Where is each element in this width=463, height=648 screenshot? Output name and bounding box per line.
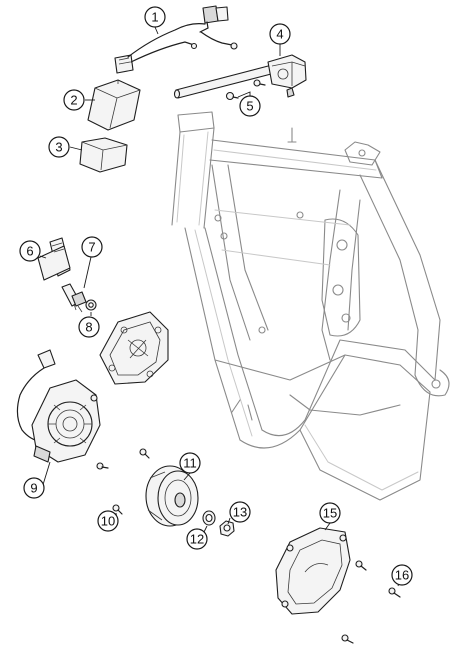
coil-mounting-screws — [225, 79, 266, 101]
callout-12-label: 12 — [190, 532, 204, 547]
callout-2: 2 — [63, 89, 85, 111]
rubber-sleeve — [79, 137, 128, 173]
callout-6: 6 — [19, 240, 41, 262]
callout-7: 7 — [81, 236, 103, 258]
callout-11-label: 11 — [183, 456, 197, 471]
callout-8: 8 — [78, 316, 100, 338]
spark-plug — [61, 283, 87, 313]
motorcycle-frame — [171, 111, 450, 501]
ignition-coil — [173, 54, 307, 99]
callout-4-label: 4 — [276, 27, 283, 42]
callout-3-label: 3 — [55, 140, 62, 155]
callout-8-label: 8 — [85, 320, 92, 335]
cylinder-head-cover — [99, 311, 169, 385]
callout-1-label: 1 — [151, 10, 158, 25]
stator-screw — [112, 504, 123, 515]
flywheel-rotor — [145, 465, 199, 527]
callout-13: 13 — [229, 501, 251, 523]
callout-6-label: 6 — [26, 244, 33, 259]
callout-9-label: 9 — [30, 481, 37, 496]
callout-15: 15 — [319, 502, 341, 524]
spark-plug-connector — [37, 237, 71, 281]
rotor-nut — [219, 520, 235, 537]
rotor-washer — [202, 510, 216, 526]
wiring-harness — [114, 5, 238, 74]
callout-13-label: 13 — [233, 505, 247, 520]
callout-16: 16 — [391, 564, 413, 586]
callout-15-label: 15 — [323, 506, 337, 521]
callout-11: 11 — [179, 452, 201, 474]
callout-3: 3 — [48, 136, 70, 158]
cover-screws — [341, 560, 401, 644]
callout-1: 1 — [144, 6, 166, 28]
ignition-cover — [275, 527, 351, 615]
callout-5: 5 — [239, 95, 261, 117]
stator-assembly — [16, 349, 109, 470]
spark-plug-washer — [85, 299, 97, 311]
callout-16-label: 16 — [395, 568, 409, 583]
callout-7-label: 7 — [88, 240, 95, 255]
callout-9: 9 — [23, 477, 45, 499]
callout-12: 12 — [186, 528, 208, 550]
rotor-screw — [139, 448, 150, 459]
ignition-control-module — [87, 79, 141, 131]
callout-5-label: 5 — [246, 99, 253, 114]
callout-4: 4 — [269, 23, 291, 45]
callout-2-label: 2 — [70, 93, 77, 108]
callout-10: 10 — [97, 510, 119, 532]
callout-10-label: 10 — [101, 514, 115, 529]
